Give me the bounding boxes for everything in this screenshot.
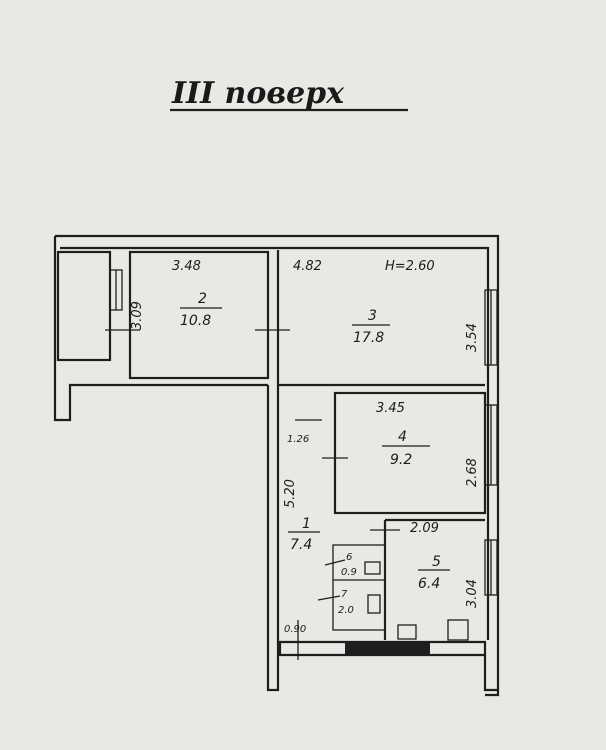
balcony xyxy=(56,250,112,362)
dim-room3-depth: 3.54 xyxy=(465,323,480,352)
dim-bath-door: 0.90 xyxy=(284,624,306,635)
svg-text:0.9: 0.9 xyxy=(341,567,357,578)
dim-room2-width: 3.48 xyxy=(172,259,201,274)
room-5-label: 5 6.4 xyxy=(418,554,450,592)
room-1-label: 1 7.4 xyxy=(288,516,320,553)
radiator xyxy=(345,642,430,655)
dim-corridor-length: 5.20 xyxy=(283,479,298,508)
svg-text:9.2: 9.2 xyxy=(390,452,412,468)
toilet xyxy=(367,594,381,614)
dim-room3-width: 4.82 xyxy=(293,259,322,274)
svg-text:17.8: 17.8 xyxy=(353,330,384,346)
bathroom-block xyxy=(332,544,386,631)
floor-title: III поверх xyxy=(171,76,345,111)
stove xyxy=(447,619,469,641)
room-6-label: 6 0.9 xyxy=(341,552,357,578)
svg-text:3: 3 xyxy=(368,308,377,324)
washbasin xyxy=(364,561,381,575)
svg-text:7.4: 7.4 xyxy=(290,537,312,553)
room-3-label: 3 17.8 xyxy=(352,308,390,346)
dim-room4-depth: 2.68 xyxy=(465,458,480,487)
svg-text:7: 7 xyxy=(341,589,348,600)
room-7-label: 7 2.0 xyxy=(338,589,354,616)
dim-room5-depth: 3.04 xyxy=(465,579,480,608)
svg-text:4: 4 xyxy=(398,429,407,445)
svg-text:2: 2 xyxy=(198,291,207,307)
svg-text:2.0: 2.0 xyxy=(338,605,354,616)
svg-text:1: 1 xyxy=(302,516,311,532)
ceiling-height: H=2.60 xyxy=(385,259,435,274)
room-2-label: 2 10.8 xyxy=(180,291,222,329)
walls xyxy=(53,234,500,697)
sink xyxy=(397,624,417,640)
svg-text:5: 5 xyxy=(432,554,441,570)
doors xyxy=(105,329,400,660)
svg-text:6.4: 6.4 xyxy=(418,576,440,592)
dim-corridor-width: 1.26 xyxy=(287,434,309,445)
svg-text:6: 6 xyxy=(346,552,352,563)
windows xyxy=(109,269,498,596)
svg-text:10.8: 10.8 xyxy=(180,313,211,329)
room-2-outline xyxy=(128,250,270,380)
room-4-label: 4 9.2 xyxy=(382,429,430,468)
dim-room4-width: 3.45 xyxy=(376,401,405,416)
dim-room5-width: 2.09 xyxy=(410,521,439,536)
dim-room2-depth: 3.09 xyxy=(130,301,145,330)
